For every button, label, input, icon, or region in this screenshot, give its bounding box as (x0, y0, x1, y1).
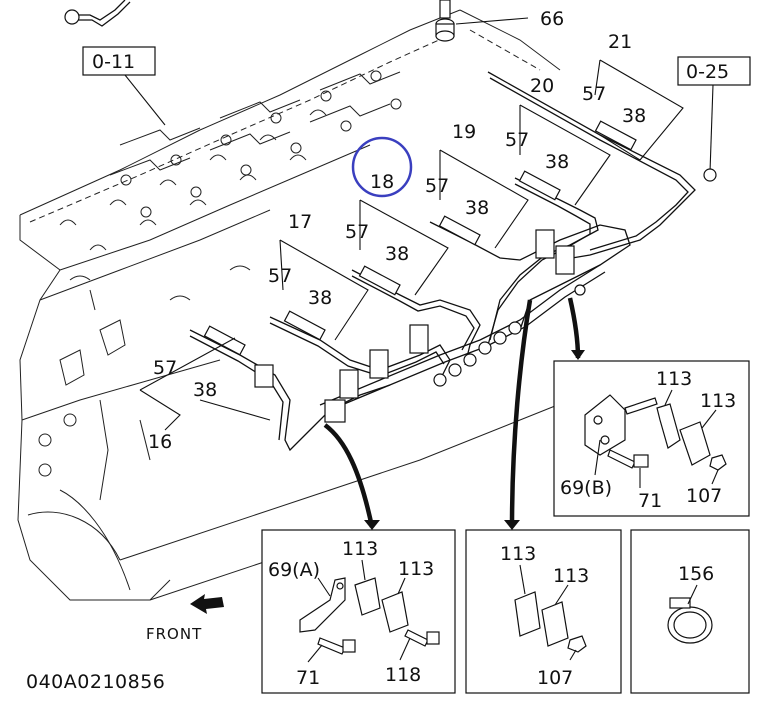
ref-box-right: 0-25 (677, 56, 751, 173)
label-20-38: 38 (545, 151, 569, 173)
label-21: 21 (608, 31, 632, 53)
inset-right-bracket: 69(B) (560, 477, 612, 499)
label-18: 18 (370, 171, 394, 193)
label-21-57: 57 (582, 83, 606, 105)
inset-pointers (323, 297, 585, 530)
label-17-57: 57 (268, 265, 292, 287)
inset-middle-nut: 107 (537, 667, 573, 689)
inset-right: 113 113 69(B) 71 107 (553, 360, 750, 517)
diagram-code: 040A0210856 (26, 671, 165, 693)
inset-middle: 113 113 107 (465, 529, 622, 694)
label-17: 17 (288, 211, 312, 233)
label-21-38: 38 (622, 105, 646, 127)
label-20-57: 57 (505, 129, 529, 151)
top-fitting (64, 0, 131, 27)
inset-right-113b: 113 (700, 390, 736, 412)
engine-block (17, 9, 571, 601)
inset-left-bolt: 71 (296, 667, 320, 689)
inset-right-nut: 107 (686, 485, 722, 507)
inset-left-113a: 113 (342, 538, 378, 560)
leader-lines (139, 59, 684, 431)
front-arrow-icon (190, 594, 224, 614)
inset-clamp: 156 (630, 529, 750, 694)
ref-box-left-label: 0-11 (92, 51, 135, 73)
label-66: 66 (540, 8, 564, 30)
ref-box-right-label: 0-25 (686, 61, 729, 83)
inset-middle-113a: 113 (500, 543, 536, 565)
label-16: 16 (148, 431, 172, 453)
label-17-38: 38 (308, 287, 332, 309)
label-16-57: 57 (153, 357, 177, 379)
label-19-57: 57 (425, 175, 449, 197)
inset-left-bracket: 69(A) (268, 559, 320, 581)
inset-right-113a: 113 (656, 368, 692, 390)
injection-pipes (189, 71, 717, 452)
inset-left: 113 113 69(A) 71 118 (261, 529, 456, 694)
ref-box-left: 0-11 (82, 46, 166, 126)
highlight-circle (351, 136, 413, 198)
front-label: FRONT (146, 625, 202, 643)
inset-left-113b: 113 (398, 558, 434, 580)
label-19: 19 (452, 121, 476, 143)
label-20: 20 (530, 75, 554, 97)
inset-middle-113b: 113 (553, 565, 589, 587)
inset-right-bolt: 71 (638, 490, 662, 512)
front-indicator: FRONT (146, 594, 224, 643)
inset-clamp-156: 156 (678, 563, 714, 585)
fitting-66: 66 (435, 0, 564, 42)
label-18-57: 57 (345, 221, 369, 243)
callout-labels: 21 57 38 20 57 38 19 57 38 18 57 38 17 5… (148, 31, 646, 453)
label-16-38: 38 (193, 379, 217, 401)
inset-left-bolt2: 118 (385, 664, 421, 686)
label-19-38: 38 (465, 197, 489, 219)
label-18-38: 38 (385, 243, 409, 265)
